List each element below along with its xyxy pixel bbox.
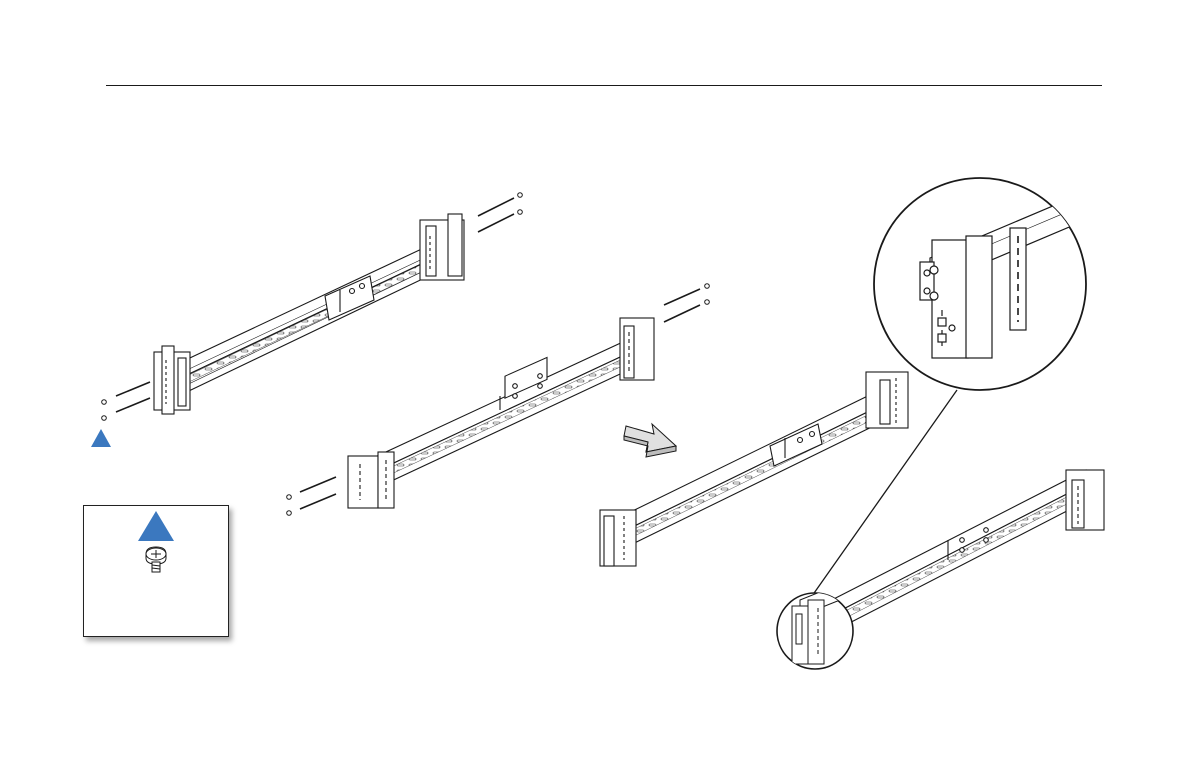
screw-icon — [287, 495, 292, 500]
screw-icon — [287, 511, 292, 516]
screw-icon — [102, 400, 107, 405]
screw-icon — [518, 210, 523, 215]
rail-right-assembled — [600, 372, 908, 566]
screw-icon — [518, 193, 523, 198]
screw-icon — [102, 416, 107, 421]
rail-top-left — [154, 214, 464, 414]
screw-icon — [705, 284, 710, 289]
rail-right-lower — [820, 470, 1104, 634]
screw-icon — [705, 300, 710, 305]
hardware-legend-box — [83, 505, 229, 637]
arrow-right-icon — [624, 424, 676, 457]
triangle-marker-icon — [138, 511, 174, 541]
triangle-marker-icon — [91, 429, 111, 447]
rail-middle — [348, 318, 654, 508]
screw-icon — [146, 547, 166, 572]
